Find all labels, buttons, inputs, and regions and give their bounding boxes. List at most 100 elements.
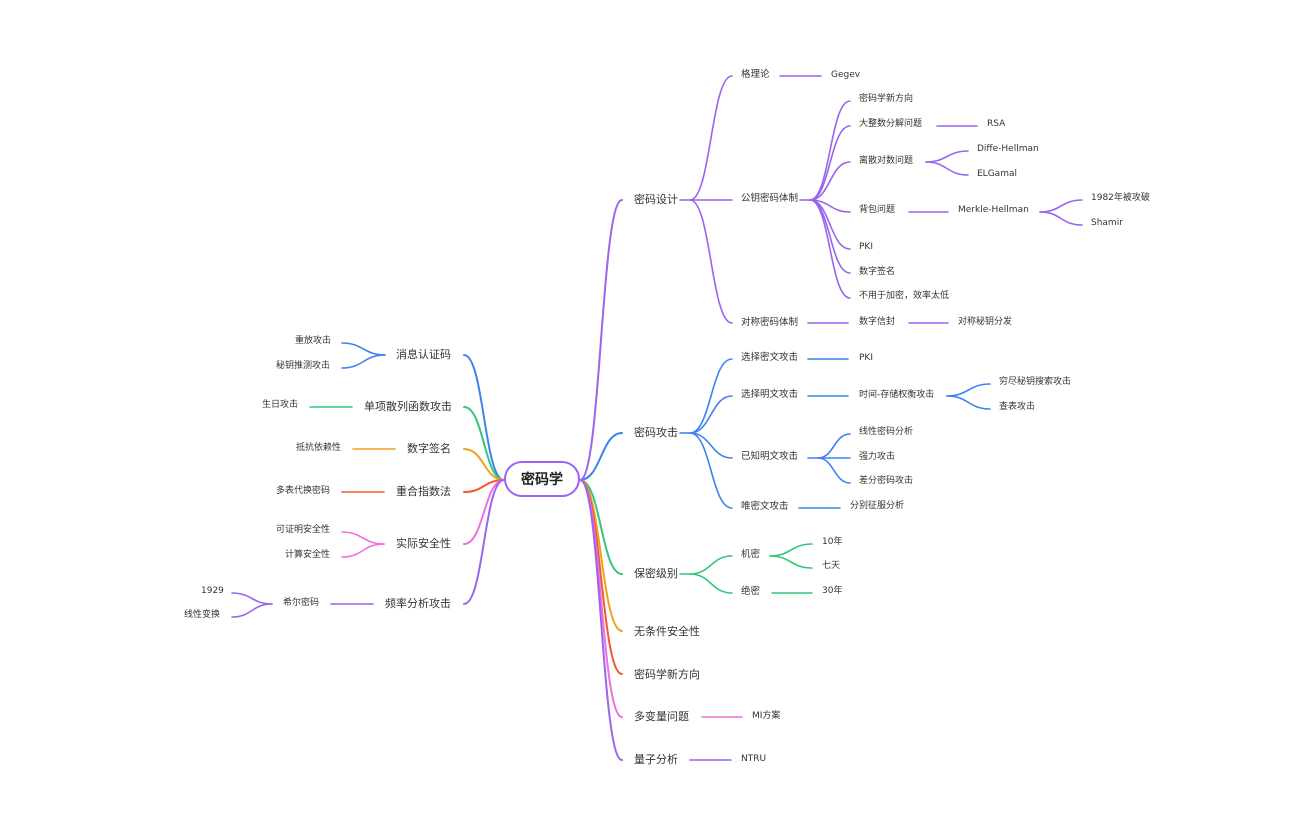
node-gegev[interactable]: Gegev — [831, 70, 861, 80]
node-practical[interactable]: 实际安全性 — [396, 537, 451, 550]
node-secret[interactable]: 机密 — [741, 549, 761, 560]
node-signature[interactable]: 数字签名 — [859, 267, 896, 277]
node-attack[interactable]: 密码攻击 — [634, 426, 678, 439]
node-table-lookup[interactable]: 查表攻击 — [999, 402, 1036, 412]
node-polyalpha[interactable]: 多表代换密码 — [276, 486, 331, 496]
edge-secrecy-top — [689, 573, 733, 594]
node-dsig[interactable]: 数字签名 — [407, 442, 451, 455]
node-index[interactable]: 重合指数法 — [396, 485, 451, 498]
node-multivar[interactable]: 多变量问题 — [634, 710, 689, 723]
node-repudiation[interactable]: 抵抗依赖性 — [296, 443, 342, 453]
node-divide-conquer[interactable]: 分别征服分析 — [850, 501, 905, 511]
edge-dlog-dh — [925, 150, 969, 163]
root-node[interactable]: 密码学 — [504, 461, 580, 497]
node-pubkey-newdir[interactable]: 密码学新方向 — [859, 94, 914, 104]
edge-practical-provable — [341, 531, 385, 545]
node-mi[interactable]: MI方案 — [752, 711, 781, 721]
node-rsa[interactable]: RSA — [987, 119, 1006, 129]
edge-design-lattice — [689, 75, 733, 201]
edge-secret-7d — [769, 555, 813, 569]
node-pubkey[interactable]: 公钥密码体制 — [741, 193, 799, 204]
node-provable[interactable]: 可证明安全性 — [276, 525, 331, 535]
edge-design-sym — [689, 199, 733, 324]
edge-root-dsig — [463, 448, 505, 481]
node-dh[interactable]: Diffe-Hellman — [977, 144, 1039, 154]
node-merkle[interactable]: Merkle-Hellman — [958, 205, 1029, 215]
node-elgamal[interactable]: ELGamal — [977, 169, 1017, 179]
node-dlog[interactable]: 离散对数问题 — [859, 156, 914, 166]
edge-mac-replay — [341, 342, 386, 356]
edge-merkle-shamir — [1039, 211, 1083, 226]
node-ct-only[interactable]: 唯密文攻击 — [741, 501, 789, 512]
edge-root-quantum — [579, 479, 623, 761]
node-linear[interactable]: 线性密码分析 — [859, 427, 914, 437]
node-computational[interactable]: 计算安全性 — [285, 550, 331, 560]
node-topsecret[interactable]: 绝密 — [741, 586, 761, 597]
node-30y[interactable]: 30年 — [822, 586, 843, 596]
edge-attack-knownpt — [689, 432, 733, 459]
edge-merkle-1982 — [1039, 199, 1083, 213]
node-factor[interactable]: 大整数分解问题 — [859, 119, 923, 129]
node-hill[interactable]: 希尔密码 — [283, 598, 320, 608]
edge-attack-chosenct — [689, 358, 733, 434]
edge-secret-10y — [769, 543, 813, 557]
node-envelope[interactable]: 数字信封 — [859, 317, 896, 327]
node-hash[interactable]: 单项散列函数攻击 — [364, 400, 452, 413]
edge-mac-keyguess — [341, 354, 386, 369]
node-7d[interactable]: 七天 — [822, 561, 841, 571]
edge-dlog-elgamal — [925, 161, 969, 176]
node-knapsack[interactable]: 背包问题 — [859, 205, 896, 215]
edge-secrecy-secret — [689, 555, 733, 575]
node-differential[interactable]: 差分密码攻击 — [859, 476, 914, 486]
edge-pubkey-child-4 — [809, 199, 851, 250]
node-tmto[interactable]: 时间-存储权衡攻击 — [859, 390, 935, 400]
node-freq[interactable]: 频率分析攻击 — [385, 597, 451, 610]
edge-root-multivar — [579, 479, 623, 718]
edge-knownpt-linear — [817, 433, 851, 459]
node-noenc[interactable]: 不用于加密，效率太低 — [859, 291, 950, 301]
node-quantum[interactable]: 量子分析 — [634, 753, 678, 766]
node-chosen-ct[interactable]: 选择密文攻击 — [741, 352, 799, 363]
node-lintrans[interactable]: 线性变换 — [184, 610, 221, 620]
node-pki-2[interactable]: PKI — [859, 353, 873, 363]
edge-pubkey-child-6 — [809, 199, 851, 299]
node-10y[interactable]: 10年 — [822, 537, 843, 547]
edge-root-mac — [463, 354, 505, 481]
edge-root-attack — [579, 432, 623, 481]
node-keydist[interactable]: 对称秘钥分发 — [958, 317, 1013, 327]
node-newdir[interactable]: 密码学新方向 — [634, 668, 700, 681]
node-strong[interactable]: 强力攻击 — [859, 452, 896, 462]
node-1982[interactable]: 1982年被攻破 — [1091, 193, 1150, 203]
node-chosen-pt[interactable]: 选择明文攻击 — [741, 389, 799, 400]
node-known-pt[interactable]: 已知明文攻击 — [741, 451, 799, 462]
edge-tmto-table — [946, 395, 991, 410]
node-1929[interactable]: 1929 — [201, 586, 224, 596]
edge-pubkey-child-0 — [809, 100, 851, 201]
edge-practical-computational — [341, 543, 385, 558]
node-design[interactable]: 密码设计 — [634, 193, 678, 206]
edge-root-practical — [463, 479, 505, 545]
node-lattice[interactable]: 格理论 — [741, 69, 770, 80]
node-uncond[interactable]: 无条件安全性 — [634, 625, 700, 638]
node-keyguess[interactable]: 秘钥推测攻击 — [276, 361, 331, 371]
edge-attack-ctonly — [689, 432, 733, 509]
node-mac[interactable]: 消息认证码 — [396, 348, 451, 361]
edge-root-design — [579, 199, 623, 481]
node-symmetric[interactable]: 对称密码体制 — [741, 317, 799, 328]
node-secrecy[interactable]: 保密级别 — [634, 567, 678, 580]
edge-hill-lintrans — [231, 603, 273, 618]
edge-pubkey-child-2 — [809, 161, 851, 201]
edge-root-hash — [463, 406, 505, 481]
edge-root-freq — [463, 479, 505, 605]
node-bruteforce-key[interactable]: 穷尽秘钥搜索攻击 — [999, 377, 1072, 387]
node-ntru[interactable]: NTRU — [741, 754, 767, 764]
node-replay[interactable]: 重放攻击 — [295, 336, 332, 346]
node-birthday[interactable]: 生日攻击 — [262, 400, 299, 410]
edge-attack-chosenpt — [689, 395, 733, 434]
edge-hill-1929 — [231, 592, 273, 605]
node-pki[interactable]: PKI — [859, 242, 873, 252]
edge-pubkey-child-1 — [809, 125, 851, 201]
node-shamir[interactable]: Shamir — [1091, 218, 1123, 228]
